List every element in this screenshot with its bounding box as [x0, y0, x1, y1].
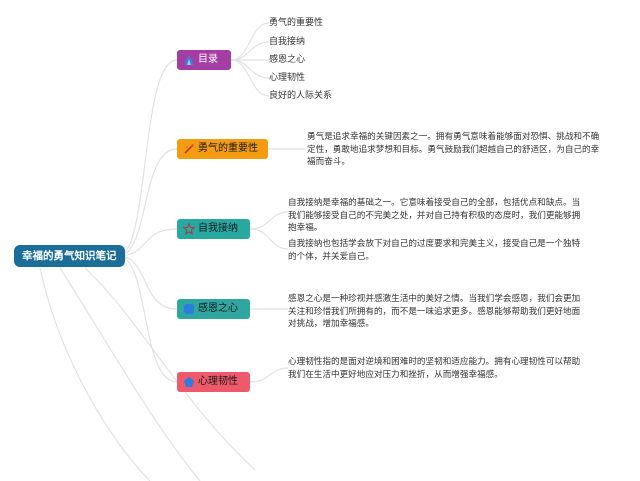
topic-resilience[interactable]: 心理韧性 [177, 372, 250, 392]
connector-toc-5 [230, 59, 270, 97]
connector-deco-2 [39, 267, 151, 481]
connector-toc-4 [230, 59, 270, 79]
topic-courage-importance[interactable]: 勇气的重要性 [177, 139, 268, 159]
toc-item[interactable]: 心理韧性 [269, 73, 306, 83]
toc-item[interactable]: 自我接纳 [269, 37, 306, 47]
connector-xinli-note [249, 367, 289, 383]
firework-icon [183, 143, 195, 155]
toc-item[interactable]: 良好的人际关系 [269, 91, 333, 101]
topic-gratitude[interactable]: 感恩之心 [177, 299, 250, 319]
connector-ziwo-note2 [249, 228, 289, 250]
tent-icon [183, 54, 195, 66]
connector-root-mulu [117, 59, 178, 257]
connector-root-gan [117, 255, 178, 310]
topic-label: 勇气的重要性 [198, 143, 258, 154]
note-courage: 勇气是追求幸福的关键因素之一。拥有勇气意味着能够面对恐惧、挑战和不确定性，勇敢地… [307, 132, 600, 167]
connector-deco-3 [84, 267, 256, 471]
topic-label: 感恩之心 [198, 303, 238, 314]
note-resilience: 心理韧性指的是面对逆境和困难时的坚韧和适应能力。拥有心理韧性可以帮助我们在生活中… [288, 357, 581, 380]
connector-root-ziwo [117, 228, 178, 257]
note-self-acceptance-1: 自我接纳是幸福的基础之一。它意味着接受自己的全部，包括优点和缺点。当我们能够接受… [288, 198, 581, 233]
connector-deco-1 [59, 267, 201, 481]
star-outline-icon [183, 223, 195, 235]
topic-label: 心理韧性 [198, 376, 238, 387]
toc-item[interactable]: 感恩之心 [269, 55, 306, 65]
connector-root-xinli [117, 255, 178, 383]
root-topic[interactable]: 幸福的勇气知识笔记 [14, 245, 125, 267]
toc-item[interactable]: 勇气的重要性 [269, 18, 324, 28]
note-gratitude: 感恩之心是一种珍视并感激生活中的美好之情。当我们学会感恩，我们会更加关注和珍惜我… [288, 294, 581, 329]
connector-toc-1 [230, 22, 270, 61]
topic-label: 自我接纳 [198, 223, 238, 234]
connector-toc-2 [230, 41, 270, 61]
topic-table-of-contents[interactable]: 目录 [177, 50, 231, 70]
connector-ziwo-note1 [249, 211, 289, 230]
connector-root-yongqi [117, 148, 178, 257]
note-self-acceptance-2: 自我接纳也包括学会放下对自己的过度要求和完美主义，接受自己是一个独特的个体，并关… [288, 239, 581, 262]
pentagon-icon [183, 376, 195, 388]
topic-self-acceptance[interactable]: 自我接纳 [177, 219, 250, 239]
blue-square-icon [183, 303, 195, 315]
topic-label: 目录 [198, 54, 218, 65]
